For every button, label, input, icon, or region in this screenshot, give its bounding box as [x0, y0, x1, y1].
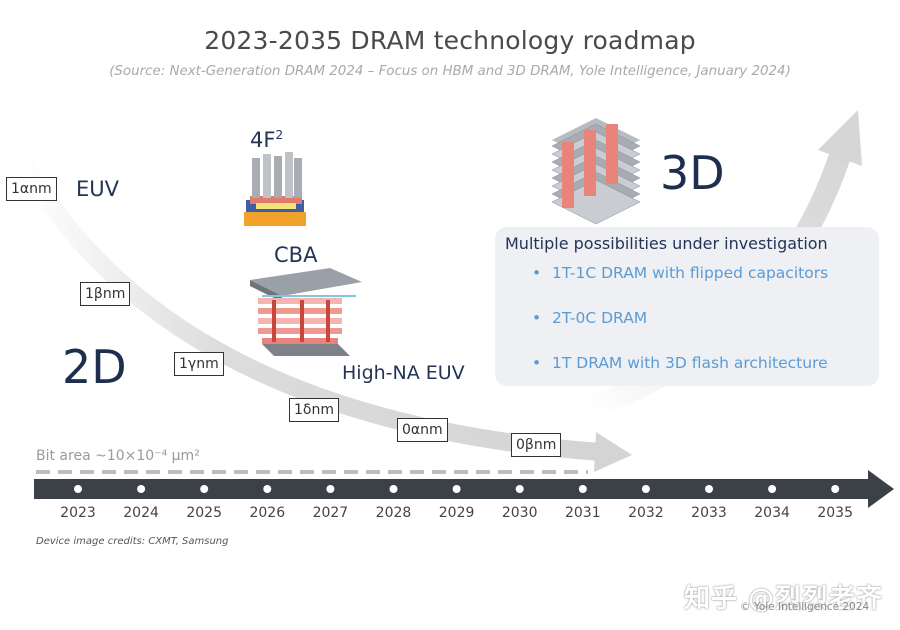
page-title: 2023-2035 DRAM technology roadmap — [204, 26, 696, 55]
timeline-dot — [452, 485, 461, 493]
possibilities-panel — [495, 227, 879, 386]
year-label: 2026 — [249, 505, 286, 521]
timeline-dot — [705, 485, 713, 493]
label-2d: 2D — [62, 340, 127, 394]
node-1alpha: 1αnm — [6, 177, 57, 201]
panel-item-text: 1T DRAM with 3D flash architecture — [552, 354, 828, 372]
year-label: 2023 — [60, 505, 96, 521]
year-label: 2029 — [438, 505, 475, 521]
label-high-na-euv: High-NA EUV — [342, 362, 465, 384]
panel-item: •1T-1C DRAM with flipped capacitors — [532, 264, 829, 282]
year-label: 2032 — [628, 505, 664, 521]
year-label: 2028 — [375, 505, 412, 521]
3d-dram-device-icon — [551, 118, 641, 225]
label-4f2-superscript: 2 — [275, 128, 284, 142]
panel-item: •1T DRAM with 3D flash architecture — [532, 354, 828, 372]
label-4f2: 4F2 — [250, 128, 283, 152]
copyright-notice: © Yole Intelligence 2024 — [740, 601, 870, 613]
watermark: 知乎 @烈烈老齐 — [684, 584, 884, 614]
panel-item-text: 2T-0C DRAM — [552, 309, 648, 327]
timeline-dot — [137, 485, 146, 493]
label-cba: CBA — [274, 243, 318, 267]
year-label: 2035 — [817, 505, 853, 521]
year-label: 2031 — [564, 505, 601, 521]
timeline-dot — [831, 485, 840, 493]
year-label: 2025 — [186, 505, 222, 521]
year-label: 2027 — [312, 505, 349, 521]
node-1beta: 1βnm — [80, 282, 131, 306]
timeline-dot — [200, 485, 209, 493]
4f2-device-icon — [244, 152, 306, 226]
year-label: 2030 — [501, 505, 538, 521]
year-label: 2033 — [691, 505, 727, 521]
timeline-dot — [578, 485, 587, 493]
timeline-bar — [34, 470, 894, 508]
page-subtitle: (Source: Next-Generation DRAM 2024 – Foc… — [109, 64, 791, 79]
image-credits: Device image credits: CXMT, Samsung — [36, 536, 229, 547]
timeline-dot — [515, 485, 524, 493]
timeline-dot — [263, 485, 272, 493]
node-0alpha: 0αnm — [397, 418, 448, 442]
timeline-dot — [768, 485, 777, 493]
timeline-dot — [74, 485, 82, 493]
panel-heading: Multiple possibilities under investigati… — [505, 234, 828, 253]
node-1gamma: 1γnm — [174, 352, 224, 376]
timeline-dot — [326, 485, 335, 493]
year-label: 2034 — [754, 505, 790, 521]
label-euv: EUV — [76, 177, 120, 201]
timeline-dot — [389, 485, 398, 493]
timeline-dots — [74, 485, 840, 493]
bit-area-label: Bit area ~10×10⁻⁴ µm² — [36, 448, 200, 464]
node-0beta: 0βnm — [511, 433, 562, 457]
cba-device-icon — [250, 268, 362, 356]
year-label: 2024 — [123, 505, 159, 521]
label-4f2-text: 4F — [250, 128, 276, 152]
label-3d: 3D — [660, 146, 725, 200]
panel-item: •2T-0C DRAM — [532, 309, 648, 327]
arrow-2d-trend — [14, 155, 632, 472]
panel-item-text: 1T-1C DRAM with flipped capacitors — [552, 264, 829, 282]
timeline-dot — [641, 485, 650, 493]
node-1delta: 1δnm — [289, 398, 339, 422]
